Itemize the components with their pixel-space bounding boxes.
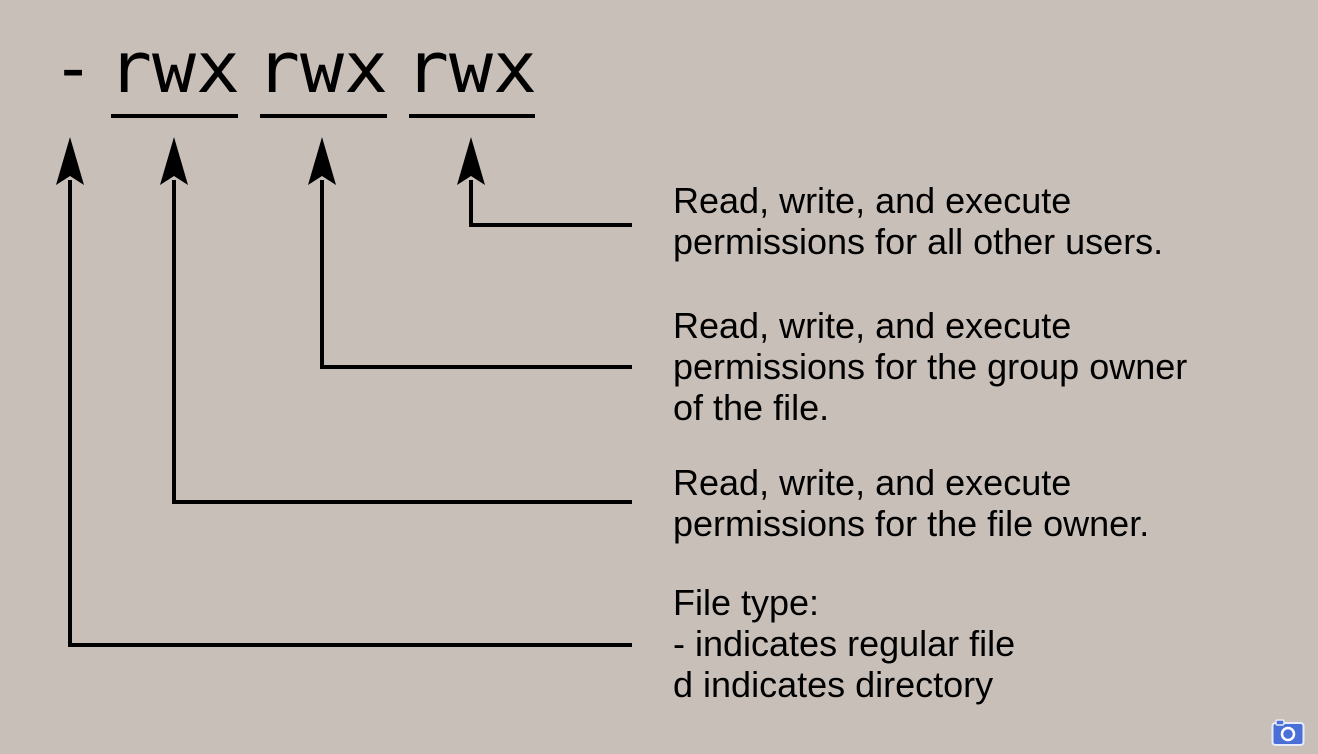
file-type-connector xyxy=(56,137,632,647)
description-line: permissions for the file owner. xyxy=(673,503,1150,544)
camera-icon xyxy=(1271,719,1305,746)
description-line: permissions for all other users. xyxy=(673,221,1164,262)
description-line: File type: xyxy=(673,582,820,623)
description-line: Read, write, and execute xyxy=(673,305,1072,346)
file-owner-connector xyxy=(160,137,632,504)
group-owner-description: Read, write, and execute permissions for… xyxy=(673,305,1187,428)
description-line: - indicates regular file xyxy=(673,623,1016,664)
other-users-connector xyxy=(457,137,632,227)
description-line: Read, write, and execute xyxy=(673,180,1072,221)
owner-permissions: rwx xyxy=(108,27,240,109)
file-type-description: File type: - indicates regular file d in… xyxy=(673,582,1015,705)
arrowhead-icon xyxy=(56,137,84,185)
arrowhead-icon xyxy=(160,137,188,185)
description-line: d indicates directory xyxy=(673,664,994,705)
description-line: Read, write, and execute xyxy=(673,462,1072,503)
other-users-description: Read, write, and execute permissions for… xyxy=(673,180,1163,262)
description-line: permissions for the group owner xyxy=(673,346,1188,387)
group-permissions: rwx xyxy=(256,27,388,109)
group-owner-connector xyxy=(308,137,632,369)
arrowhead-icon xyxy=(308,137,336,185)
description-line: of the file. xyxy=(673,387,830,428)
file-owner-description: Read, write, and execute permissions for… xyxy=(673,462,1149,544)
file-type-char: - xyxy=(52,27,94,109)
screenshot-button[interactable] xyxy=(1271,717,1305,747)
arrowhead-icon xyxy=(457,137,485,185)
other-permissions: rwx xyxy=(405,27,537,109)
